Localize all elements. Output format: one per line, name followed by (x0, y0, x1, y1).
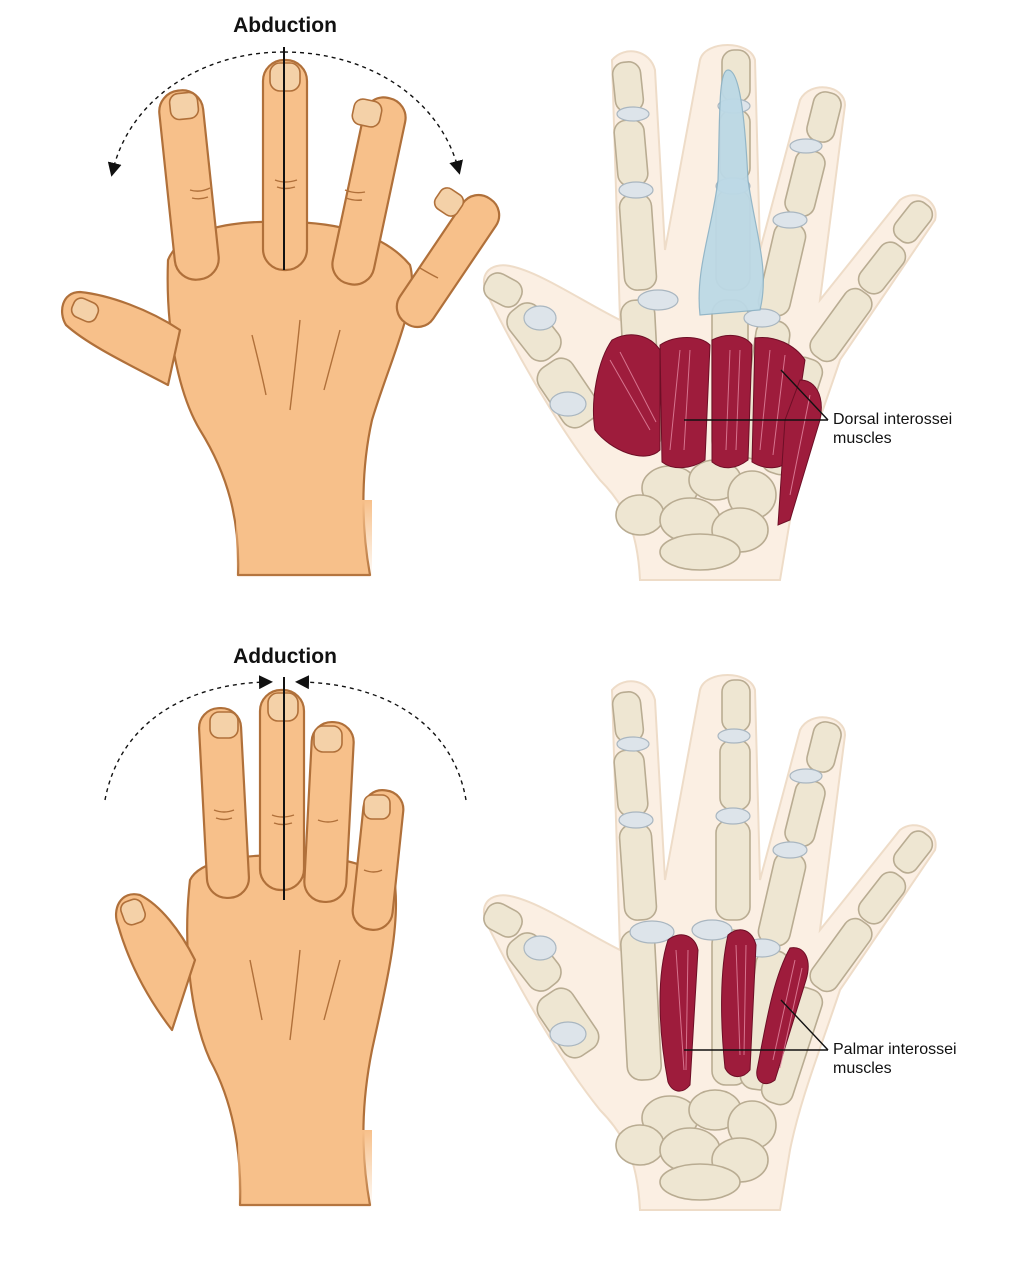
palmar-hand-silhouette (483, 674, 937, 1211)
adduction-thumb (114, 893, 197, 1032)
dorsal-interossei-muscles (593, 334, 822, 526)
abduction-title: Abduction (233, 14, 337, 37)
dorsal-label-line1: Dorsal interossei (833, 411, 953, 428)
palmar-interossei-label: Palmar interossei muscles (833, 1040, 957, 1078)
adduction-index-finger (197, 706, 251, 900)
dorsal-interossei-label: Dorsal interossei muscles (833, 410, 952, 448)
dorsal-label-line2: muscles (833, 430, 892, 447)
adduction-wrist (238, 1130, 372, 1210)
adduction-hand (114, 688, 405, 1210)
palmar-skeleton (483, 674, 937, 1211)
palmar-label-line2: muscles (833, 1060, 892, 1077)
abduction-wrist (236, 500, 372, 580)
dorsal-leader-lines (684, 369, 829, 421)
adduction-little-finger (351, 789, 405, 931)
palmar-label-line1: Palmar interossei (833, 1041, 957, 1058)
adduction-ring-finger (303, 720, 355, 904)
palmar-leader-lines (684, 999, 829, 1051)
adduction-title: Adduction (233, 645, 337, 668)
abduction-little-finger (395, 193, 501, 329)
abduction-index-finger (158, 89, 220, 281)
dorsal-extensor-hood (698, 69, 764, 316)
abduction-ring-finger (331, 96, 407, 286)
adduction-middle-finger (258, 688, 306, 892)
dorsal-skeleton (483, 44, 937, 581)
